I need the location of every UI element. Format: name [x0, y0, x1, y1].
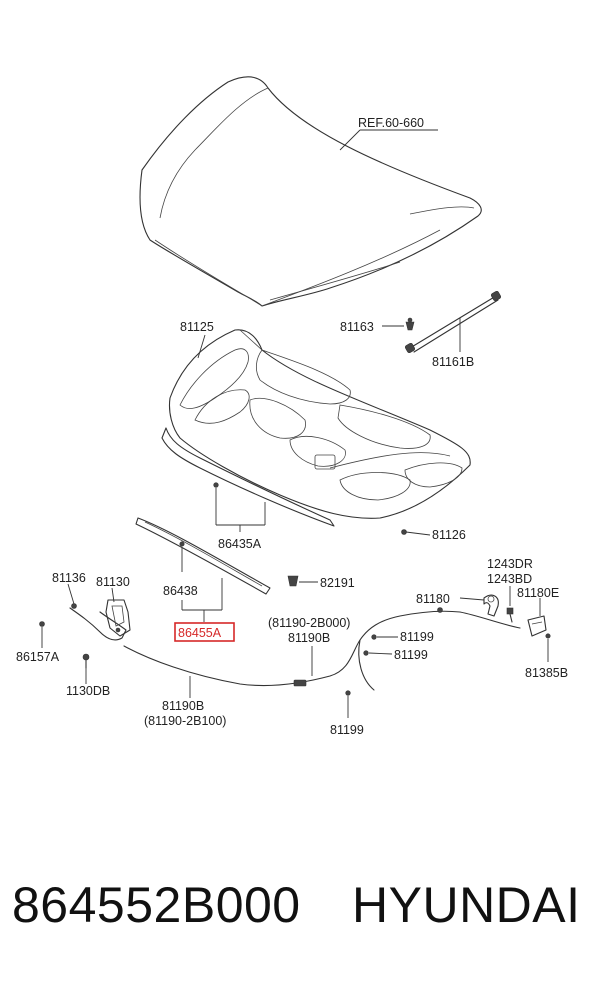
callout-81130: 81130	[96, 575, 130, 589]
highlight-box-86455A	[174, 622, 235, 642]
callout-81180E: 81180E	[517, 586, 559, 600]
hood-release-cable	[123, 607, 521, 696]
callout-1130DB: 1130DB	[66, 684, 110, 698]
hood-latch-81130	[69, 599, 131, 641]
screw-86157A	[39, 621, 45, 627]
callout-81125: 81125	[180, 320, 214, 334]
clip-86435A	[213, 482, 219, 488]
callout-81199-b: 81199	[394, 648, 428, 662]
footer-caption: 864552B000 HYUNDAI	[0, 876, 600, 956]
screw-81385B	[545, 633, 551, 639]
callout-81180: 81180	[416, 592, 450, 606]
callout-81199-a: 81199	[400, 630, 434, 644]
callout-ref: REF.60-660	[358, 116, 424, 130]
callout-86438: 86438	[163, 584, 198, 598]
part-number: 864552B000	[12, 877, 301, 933]
callout-81190B-mid: 81190B	[288, 631, 330, 645]
callout-86455A: 86455A	[178, 626, 222, 640]
callout-82191: 82191	[320, 576, 355, 590]
bolt-1130DB	[82, 653, 90, 669]
callout-81126: 81126	[432, 528, 466, 542]
cowl-seal-86455A	[135, 517, 271, 595]
callout-81161B: 81161B	[432, 355, 474, 369]
callout-81190-2B100: (81190-2B100)	[144, 714, 226, 728]
bolt-81126	[401, 529, 407, 535]
hood-lift-strut	[404, 290, 502, 354]
callout-86157A: 86157A	[16, 650, 60, 664]
callout-81163: 81163	[340, 320, 374, 334]
release-handle-81180	[483, 594, 499, 617]
bolt-1243	[506, 607, 514, 623]
callout-1243BD: 1243BD	[487, 572, 532, 586]
callout-81190B-left: 81190B	[162, 699, 204, 713]
brand-name: HYUNDAI	[352, 877, 581, 933]
callout-86435A: 86435A	[218, 537, 262, 551]
hood-weatherstrip	[161, 427, 335, 527]
callout-81199-c: 81199	[330, 723, 364, 737]
lever-bracket-81180E	[527, 615, 547, 637]
callout-81385B: 81385B	[525, 666, 568, 680]
hood-inner-panel	[168, 329, 471, 519]
hood-panel	[139, 76, 482, 307]
callout-81190-2B000: (81190-2B000)	[268, 616, 350, 630]
callout-81136: 81136	[52, 571, 86, 585]
bumper-82191	[287, 575, 299, 587]
stay-rod-clip	[405, 317, 415, 331]
callout-1243DR: 1243DR	[487, 557, 533, 571]
